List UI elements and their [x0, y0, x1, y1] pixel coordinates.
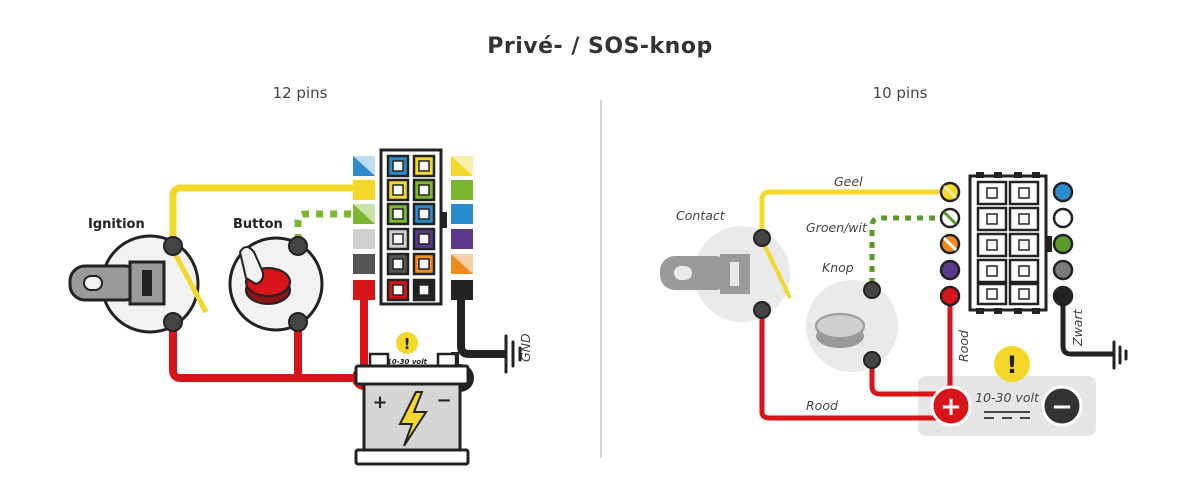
rood-vertical-label: Rood — [956, 330, 971, 362]
left-voltage-label: 10-30 volt — [387, 358, 428, 366]
geel-label: Geel — [834, 174, 863, 189]
connector-12-pin-icon — [379, 148, 447, 306]
rood-bottom-label: Rood — [806, 398, 838, 413]
ground-symbol-icon — [1112, 340, 1128, 370]
sos-button-icon — [228, 236, 324, 332]
contact-label: Contact — [676, 208, 726, 223]
warning-symbol: ! — [404, 335, 411, 353]
knop-label: Knop — [822, 260, 854, 275]
pin-color-legend-left — [353, 156, 375, 300]
zwart-label: Zwart — [1070, 308, 1085, 347]
ignition-switch-icon — [68, 234, 209, 334]
knop-button-icon — [806, 280, 898, 372]
black-wire-ground — [1060, 296, 1114, 357]
black-wire-gnd — [457, 290, 506, 358]
groenwit-label: Groen/wit — [806, 220, 868, 235]
ignition-label: Ignition — [88, 217, 145, 232]
warning-icon: ! — [994, 346, 1030, 382]
pin-color-legend-right — [451, 156, 473, 300]
right-voltage-label: 10-30 volt — [975, 390, 1040, 405]
pin-stripes — [942, 184, 958, 252]
green-white-wire — [869, 215, 950, 290]
warning-symbol: ! — [1007, 351, 1018, 379]
panel-divider — [600, 100, 602, 458]
page-title: Privé- / SOS-knop — [487, 34, 713, 59]
red-wire-contact — [759, 310, 938, 421]
left-diagram-12-pins: GND Ignition Button — [68, 148, 533, 466]
connector-10-pin-icon — [968, 172, 1052, 314]
minus-symbol: − — [1051, 392, 1073, 422]
right-diagram-10-pins: Contact Knop Geel Groen/wit Rood Rood Zw… — [660, 172, 1128, 436]
yellow-wire — [759, 189, 950, 240]
battery-minus-symbol: − — [436, 390, 451, 411]
red-wire-ignition — [169, 322, 372, 382]
battery-plus-symbol: + — [372, 392, 387, 413]
plus-symbol: + — [940, 392, 962, 422]
right-subtitle: 10 pins — [872, 84, 928, 102]
contact-switch-icon — [660, 226, 792, 322]
green-white-wire-dash — [869, 215, 950, 290]
warning-icon: ! — [396, 332, 418, 354]
green-white-wire-dash — [294, 210, 364, 248]
left-subtitle: 12 pins — [272, 84, 328, 102]
button-label: Button — [233, 217, 283, 232]
minus-terminal-icon: − — [1041, 385, 1083, 427]
plus-terminal-icon: + — [930, 385, 972, 427]
ground-symbol-icon — [504, 334, 522, 374]
battery-icon — [352, 352, 474, 466]
pin-legend-right-circles — [1052, 181, 1074, 307]
red-wire-knop — [869, 360, 936, 397]
yellow-wire — [169, 184, 364, 248]
gnd-label: GND — [518, 333, 533, 362]
dc-symbol-icon — [984, 411, 1030, 419]
